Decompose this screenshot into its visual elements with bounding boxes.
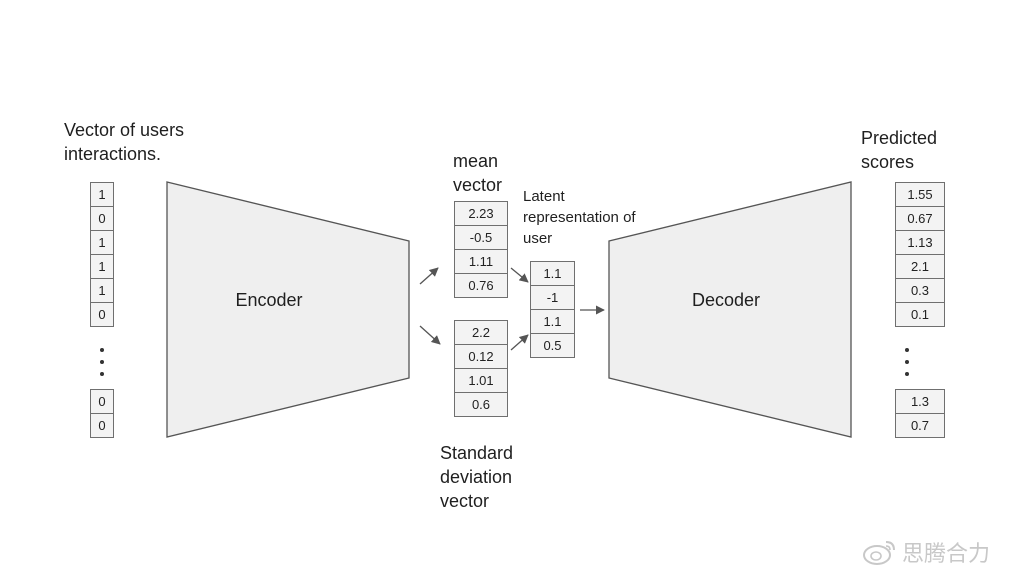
input-cell: 0 xyxy=(90,389,114,414)
encoder-label: Encoder xyxy=(235,290,302,310)
arrow-std-to-latent xyxy=(510,334,529,351)
std-label: Standard deviation vector xyxy=(440,441,513,513)
input-ellipsis xyxy=(100,348,104,376)
weibo-logo-icon xyxy=(863,541,895,565)
output-label-line2: scores xyxy=(861,152,915,172)
output-cell: 0.67 xyxy=(895,206,945,231)
input-vector-bottom: 0 0 xyxy=(90,389,114,438)
latent-vector: 1.1 -1 1.1 0.5 xyxy=(530,261,575,358)
std-label-line1: Standard xyxy=(440,443,514,463)
watermark: 思腾合力 xyxy=(862,536,990,568)
input-label-line2: interactions. xyxy=(64,144,162,164)
output-cell: 1.55 xyxy=(895,182,945,207)
mean-label-line2: vector xyxy=(453,175,503,195)
arrow-to-std xyxy=(419,325,441,345)
latent-label-line3: user xyxy=(523,230,553,247)
latent-label: Latent representation of user xyxy=(523,186,636,249)
input-cell: 1 xyxy=(90,254,114,279)
encoder-shape xyxy=(166,181,410,438)
output-cell: 0.1 xyxy=(895,302,945,327)
input-cell: 0 xyxy=(90,413,114,438)
latent-cell: 0.5 xyxy=(530,333,575,358)
output-cell: 2.1 xyxy=(895,254,945,279)
decoder-shape xyxy=(608,181,852,438)
input-cell: 1 xyxy=(90,182,114,207)
mean-label: mean vector xyxy=(453,149,502,197)
std-cell: 1.01 xyxy=(454,368,508,393)
std-cell: 0.12 xyxy=(454,344,508,369)
input-label-line1: Vector of users xyxy=(64,120,185,140)
latent-label-line1: Latent xyxy=(523,188,565,205)
mean-cell: 1.11 xyxy=(454,249,508,274)
std-vector: 2.2 0.12 1.01 0.6 xyxy=(454,320,508,417)
mean-cell: 0.76 xyxy=(454,273,508,298)
watermark-text: 思腾合力 xyxy=(902,541,991,566)
input-label: Vector of users interactions. xyxy=(64,118,184,166)
output-cell: 1.3 xyxy=(895,389,945,414)
input-cell: 0 xyxy=(90,206,114,231)
input-cell: 1 xyxy=(90,278,114,303)
latent-cell: -1 xyxy=(530,285,575,310)
arrow-to-mean xyxy=(419,267,439,285)
latent-label-line2: representation of xyxy=(523,209,636,226)
mean-label-line1: mean xyxy=(453,151,499,171)
output-cell: 1.13 xyxy=(895,230,945,255)
input-cell: 1 xyxy=(90,230,114,255)
output-label: Predicted scores xyxy=(861,126,937,174)
input-cell: 0 xyxy=(90,302,114,327)
output-vector-top: 1.55 0.67 1.13 2.1 0.3 0.1 xyxy=(895,182,945,327)
output-label-line1: Predicted xyxy=(861,128,938,148)
mean-cell: -0.5 xyxy=(454,225,508,250)
std-cell: 2.2 xyxy=(454,320,508,345)
arrow-mean-to-latent xyxy=(510,267,529,283)
std-label-line2: deviation xyxy=(440,467,513,487)
std-label-line3: vector xyxy=(440,491,490,511)
mean-vector: 2.23 -0.5 1.11 0.76 xyxy=(454,201,508,298)
decoder-label: Decoder xyxy=(692,290,760,310)
mean-cell: 2.23 xyxy=(454,201,508,226)
latent-cell: 1.1 xyxy=(530,261,575,286)
std-cell: 0.6 xyxy=(454,392,508,417)
latent-cell: 1.1 xyxy=(530,309,575,334)
output-cell: 0.7 xyxy=(895,413,945,438)
input-vector-top: 1 0 1 1 1 0 xyxy=(90,182,114,327)
output-ellipsis xyxy=(905,348,909,376)
output-vector-bottom: 1.3 0.7 xyxy=(895,389,945,438)
output-cell: 0.3 xyxy=(895,278,945,303)
